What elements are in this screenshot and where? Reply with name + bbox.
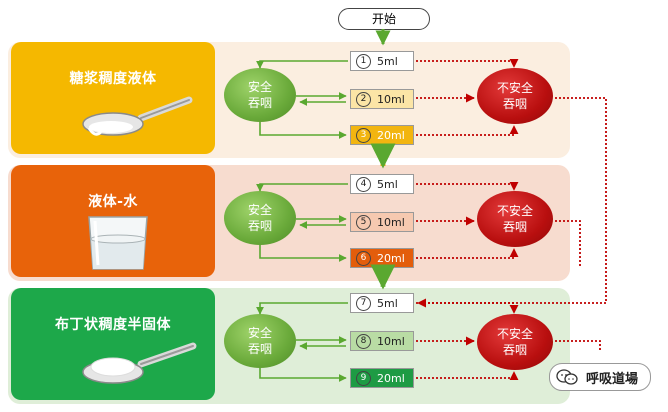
section-3-safe-node: 安全 吞咽 [224, 314, 296, 368]
section-1-safe-node: 安全 吞咽 [224, 68, 296, 122]
section-3-card: 布丁状稠度半固体 [11, 288, 215, 400]
unsafe-label-line1: 不安全 [496, 81, 533, 95]
step-number: 2 [356, 91, 371, 107]
red-dotted-arrows [416, 58, 607, 381]
step-number: 5 [356, 214, 371, 230]
safe-label-line1: 安全 [247, 203, 272, 217]
volume-box-7: 7 5ml [350, 293, 414, 313]
wechat-icon [556, 369, 578, 385]
safe-label-line1: 安全 [247, 80, 272, 94]
volume-box-2: 2 10ml [350, 89, 414, 109]
volume-label: 10ml [377, 334, 405, 348]
step-number: 3 [356, 127, 371, 143]
volume-label: 5ml [377, 296, 398, 310]
section-1-title: 糖浆稠度液体 [69, 71, 157, 87]
spoon-pudding-image [82, 342, 197, 384]
volume-label: 20ml [377, 128, 405, 142]
unsafe-label-line1: 不安全 [496, 327, 533, 341]
section-1-unsafe-node: 不安全 吞咽 [477, 68, 553, 124]
section-2-unsafe-node: 不安全 吞咽 [477, 191, 553, 247]
wechat-watermark: 呼吸道場 [549, 363, 651, 391]
volume-box-1: 1 5ml [350, 51, 414, 71]
spoon-syrup-image [82, 96, 193, 136]
volume-box-6: 6 20ml [350, 248, 414, 268]
volume-box-4: 4 5ml [350, 174, 414, 194]
safe-label-line2: 吞咽 [247, 342, 272, 356]
unsafe-label-line2: 吞咽 [502, 220, 527, 234]
safe-label-line1: 安全 [247, 326, 272, 340]
section-3-unsafe-node: 不安全 吞咽 [477, 314, 553, 370]
unsafe-label-line2: 吞咽 [502, 343, 527, 357]
unsafe-label-line2: 吞咽 [502, 97, 527, 111]
volume-box-5: 5 10ml [350, 212, 414, 232]
unsafe-label-line1: 不安全 [496, 204, 533, 218]
section-1-green-arrows [256, 60, 348, 139]
step-number: 1 [356, 53, 371, 69]
step-number: 9 [356, 370, 371, 386]
section-3-title: 布丁状稠度半固体 [55, 317, 171, 333]
glass-of-water-image [88, 216, 148, 270]
section-2-title: 液体-水 [88, 194, 138, 210]
section-2-green-arrows [256, 183, 348, 262]
volume-label: 20ml [377, 371, 405, 385]
step-number: 6 [356, 250, 371, 266]
volume-label: 5ml [377, 177, 398, 191]
step-number: 7 [356, 295, 371, 311]
watermark-text: 呼吸道場 [586, 371, 639, 387]
section-1-card: 糖浆稠度液体 [11, 42, 215, 154]
section-2-safe-node: 安全 吞咽 [224, 191, 296, 245]
volume-label: 5ml [377, 54, 398, 68]
section-2-card: 液体-水 [11, 165, 215, 277]
volume-label: 20ml [377, 251, 405, 265]
volume-label: 10ml [377, 215, 405, 229]
safe-label-line2: 吞咽 [247, 219, 272, 233]
step-number: 8 [356, 333, 371, 349]
section-3-green-arrows [256, 302, 348, 382]
volume-label: 10ml [377, 92, 405, 106]
safe-label-line2: 吞咽 [247, 96, 272, 110]
volume-box-8: 8 10ml [350, 331, 414, 351]
volume-box-9: 9 20ml [350, 368, 414, 388]
step-number: 4 [356, 176, 371, 192]
